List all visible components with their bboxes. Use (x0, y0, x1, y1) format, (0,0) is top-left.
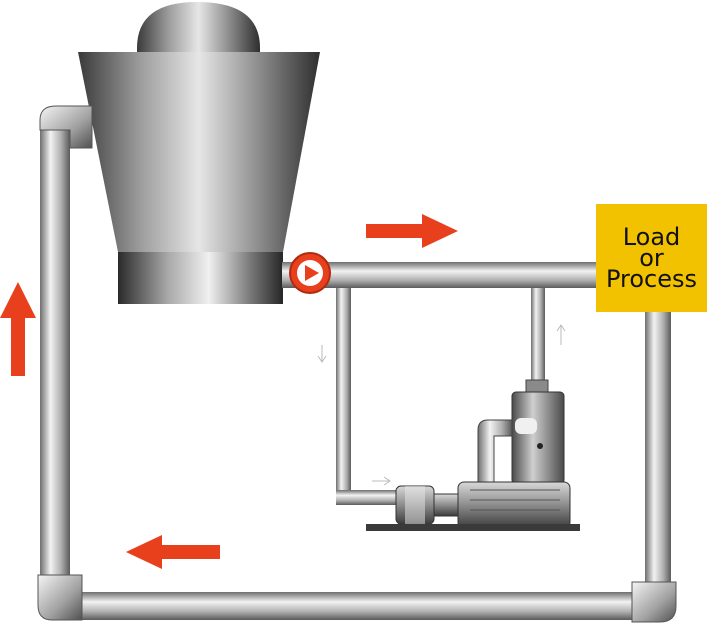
suction-pipe-vertical (336, 288, 351, 493)
valve (289, 252, 331, 294)
small-flow-right-icon (372, 476, 391, 486)
tower-cone (78, 52, 320, 252)
discharge-pipe-vertical (531, 288, 545, 383)
top-supply-pipe (282, 262, 598, 288)
left-return-pipe (40, 130, 70, 585)
load-or-process-box: Load or Process (596, 204, 707, 312)
motor (366, 481, 580, 531)
load-label-line-3: Process (605, 264, 698, 293)
small-flow-up-icon (556, 324, 566, 345)
cooling-tower (78, 2, 320, 304)
flow-arrow-right (366, 214, 458, 248)
load-box-label: Load or Process (605, 222, 698, 293)
flow-arrow-left (126, 535, 220, 569)
flow-arrow-up (0, 282, 36, 376)
bottom-return-pipe (60, 592, 650, 620)
tower-basin (118, 252, 283, 304)
pump (477, 379, 565, 486)
small-flow-down-icon (317, 345, 327, 363)
load-label-line-2: or (639, 243, 664, 272)
bottom-right-elbow (631, 581, 677, 623)
valve-triangle-icon (305, 265, 319, 281)
tower-fan-dome (137, 2, 260, 52)
bottom-left-elbow (37, 574, 83, 621)
right-supply-pipe (645, 312, 671, 584)
motor-base-plate (366, 524, 580, 531)
load-label-line-1: Load (622, 222, 681, 251)
top-left-elbow (39, 105, 93, 149)
suction-pipe-horizontal (336, 490, 396, 505)
